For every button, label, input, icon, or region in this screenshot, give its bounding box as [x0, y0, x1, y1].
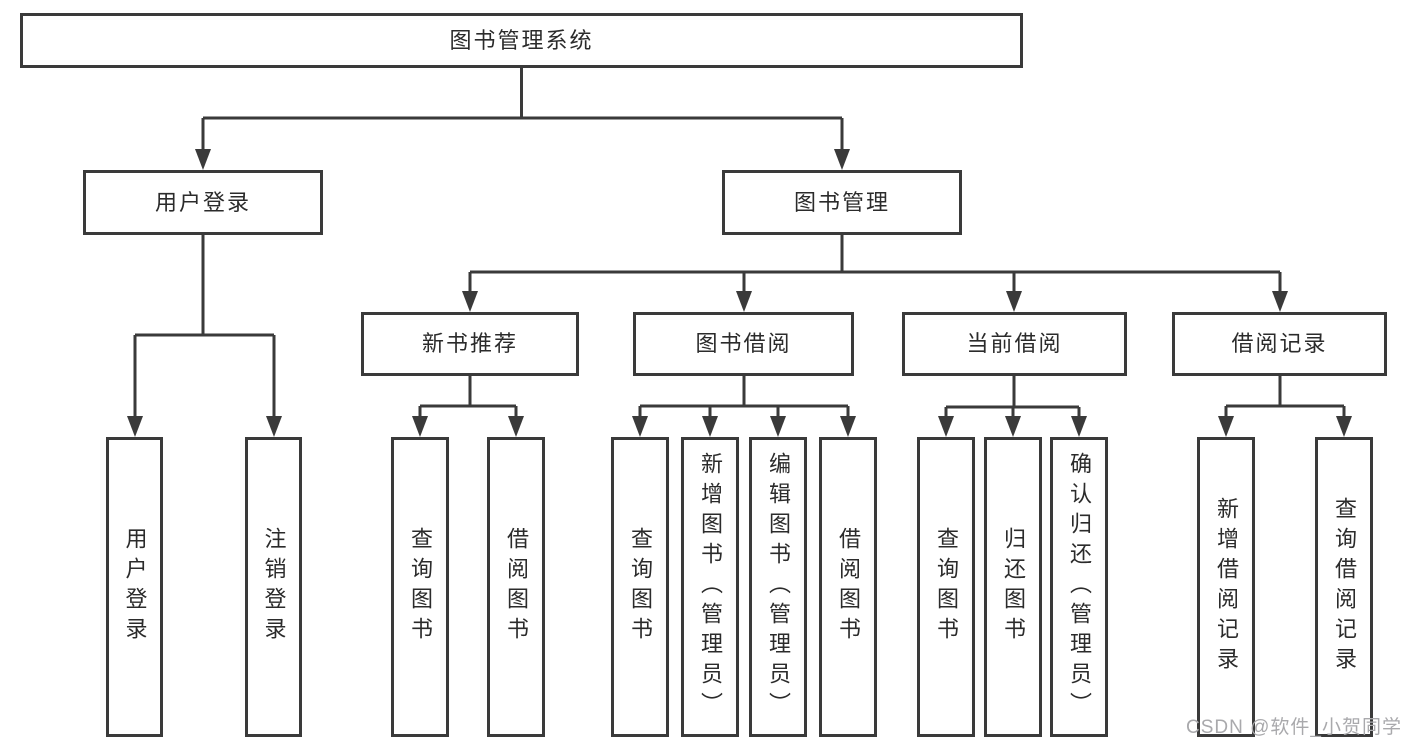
node-library-system-label: 图书管理系统: [449, 27, 594, 53]
node-book-management: 图书管理: [722, 170, 962, 235]
node-newbook-borrow: 借阅图书: [487, 437, 545, 737]
connector-new-book-branch: [412, 376, 524, 437]
node-new-book-recommend: 新书推荐: [361, 312, 579, 376]
node-book-management-label: 图书管理: [793, 189, 890, 215]
node-user-login-label: 用户登录: [154, 189, 251, 215]
node-current-return-label: 归还图书: [1001, 527, 1026, 647]
connector-current-borrow-branch: [938, 376, 1087, 437]
node-newbook-query-label: 查询图书: [408, 527, 433, 647]
node-records-add: 新增借阅记录: [1197, 437, 1255, 737]
node-current-return: 归还图书: [984, 437, 1042, 737]
connector-book-borrow-branch: [632, 376, 856, 437]
node-bookborrow-borrow-label: 借阅图书: [836, 527, 861, 647]
node-bookborrow-edit-admin: 编辑图书（管理员）: [749, 437, 807, 737]
node-current-confirm-admin: 确认归还（管理员）: [1050, 437, 1108, 737]
node-library-system: 图书管理系统: [20, 13, 1023, 68]
node-current-borrow: 当前借阅: [902, 312, 1127, 376]
node-bookborrow-query: 查询图书: [611, 437, 669, 737]
node-current-query: 查询图书: [917, 437, 975, 737]
node-bookborrow-borrow: 借阅图书: [819, 437, 877, 737]
node-records-query-label: 查询借阅记录: [1332, 497, 1357, 677]
node-bookborrow-edit-admin-label: 编辑图书（管理员）: [766, 452, 791, 722]
node-book-borrow: 图书借阅: [633, 312, 854, 376]
node-login: 用户登录: [106, 437, 163, 737]
node-logout: 注销登录: [245, 437, 302, 737]
connector-root-branch: [195, 68, 850, 170]
node-records-query: 查询借阅记录: [1315, 437, 1373, 737]
node-bookborrow-query-label: 查询图书: [628, 527, 653, 647]
connector-user-login-branch: [127, 235, 282, 437]
node-login-label: 用户登录: [122, 527, 148, 647]
node-borrow-records-label: 借阅记录: [1231, 331, 1328, 356]
node-current-query-label: 查询图书: [934, 527, 959, 647]
node-bookborrow-add-admin: 新增图书（管理员）: [681, 437, 739, 737]
node-bookborrow-add-admin-label: 新增图书（管理员）: [698, 452, 723, 722]
node-current-borrow-label: 当前借阅: [966, 331, 1063, 356]
node-borrow-records: 借阅记录: [1172, 312, 1387, 376]
node-user-login: 用户登录: [83, 170, 323, 235]
node-newbook-borrow-label: 借阅图书: [504, 527, 529, 647]
node-book-borrow-label: 图书借阅: [695, 331, 792, 356]
node-current-confirm-admin-label: 确认归还（管理员）: [1067, 452, 1092, 722]
node-newbook-query: 查询图书: [391, 437, 449, 737]
node-new-book-recommend-label: 新书推荐: [421, 331, 518, 356]
csdn-watermark: CSDN @软件_小贺同学: [1186, 717, 1402, 738]
connector-book-management-branch: [462, 235, 1288, 312]
node-records-add-label: 新增借阅记录: [1214, 497, 1239, 677]
connector-borrow-records-branch: [1218, 376, 1352, 437]
node-logout-label: 注销登录: [261, 527, 287, 647]
